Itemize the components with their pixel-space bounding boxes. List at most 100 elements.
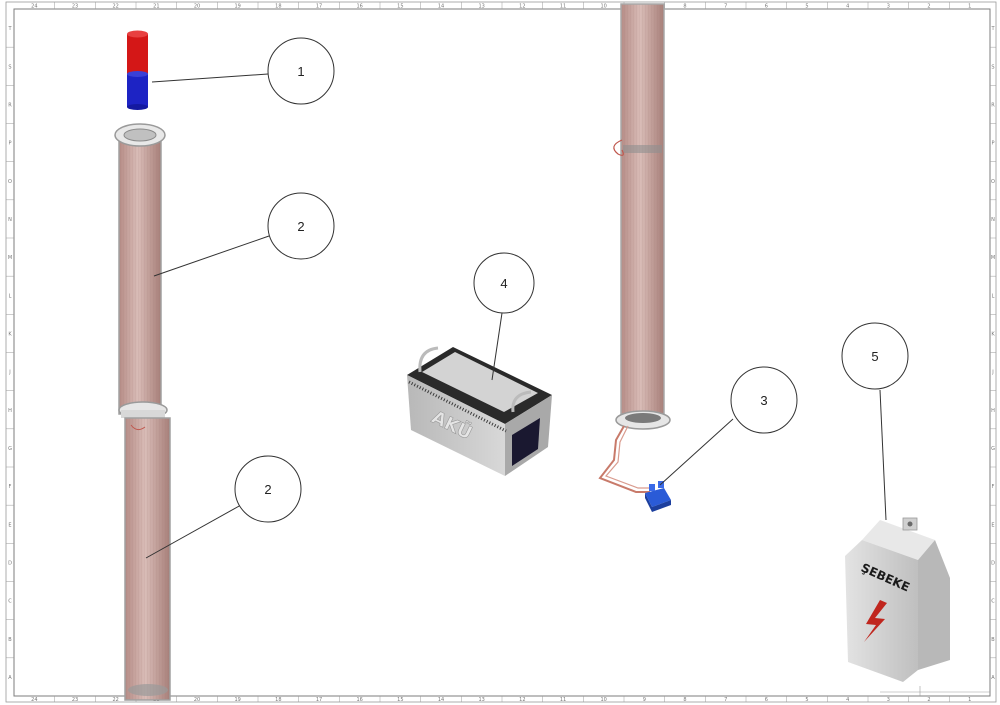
top-zone-label: 19 (234, 4, 240, 10)
right-zone-label: R (991, 102, 995, 108)
bottom-zone-label: 2 (927, 697, 930, 703)
top-zone-label: 15 (397, 4, 403, 10)
bottom-zone-label: 18 (275, 697, 281, 703)
top-zone-label: 3 (887, 4, 890, 10)
top-zone-label: 1 (968, 4, 971, 10)
balloon-5: 5 (841, 322, 909, 390)
left-zone-label: O (8, 179, 12, 185)
drawing-frame: 242322212019181716151413121110987654321 … (5, 1, 997, 703)
right-ruler: T S R P O N M L K J H G F E D C B A (990, 26, 996, 681)
bottom-zone-label: 1 (968, 697, 971, 703)
bottom-zone-label: 7 (724, 697, 727, 703)
left-zone-label: P (8, 141, 11, 147)
left-zone-label: G (8, 446, 12, 452)
balloon-1: 1 (267, 37, 335, 105)
top-zone-label: 6 (765, 4, 768, 10)
bottom-ruler: 242322212019181716151413121110987654321 (31, 696, 971, 703)
bottom-zone-label: 22 (112, 697, 118, 703)
balloon-2-upper: 2 (267, 192, 335, 260)
right-zone-label: K (991, 331, 995, 337)
top-zone-label: 22 (112, 4, 118, 10)
left-zone-label: N (8, 217, 12, 223)
right-zone-label: A (991, 675, 995, 681)
lightning-bolt-icon (864, 600, 887, 642)
left-zone-label: J (8, 370, 10, 376)
bottom-zone-label: 23 (72, 697, 78, 703)
top-zone-label: 21 (153, 4, 159, 10)
top-zone-label: 12 (519, 4, 525, 10)
top-zone-label: 18 (275, 4, 281, 10)
top-zone-label: 2 (927, 4, 930, 10)
right-zone-label: N (991, 217, 995, 223)
top-zone-label: 4 (846, 4, 849, 10)
right-zone-label: G (991, 446, 995, 452)
left-zone-label: L (9, 293, 12, 299)
right-zone-label: L (992, 293, 995, 299)
left-zone-label: E (8, 522, 11, 528)
right-tube-assembly (598, 3, 671, 493)
bottom-zone-label: 20 (194, 697, 200, 703)
right-zone-label: O (991, 179, 995, 185)
magnet (127, 30, 148, 110)
right-zone-label: C (991, 599, 995, 605)
battery: AKÜ (407, 346, 552, 476)
left-zone-label: D (8, 560, 12, 566)
top-zone-label: 20 (194, 4, 200, 10)
balloon-3: 3 (730, 366, 798, 434)
left-tube-assembly (114, 123, 171, 701)
mains-box: ŞEBEKE (845, 517, 950, 682)
bottom-zone-label: 4 (846, 697, 849, 703)
balloon-1-number: 1 (297, 64, 304, 79)
balloon-2-upper-number: 2 (297, 219, 304, 234)
top-zone-label: 5 (805, 4, 808, 10)
top-zone-label: 13 (478, 4, 484, 10)
title-block-fragment (880, 686, 990, 696)
bottom-zone-label: 13 (478, 697, 484, 703)
leader-lines (145, 73, 887, 559)
bottom-zone-label: 16 (356, 697, 362, 703)
top-zone-label: 14 (438, 4, 444, 10)
right-zone-label: S (991, 64, 994, 70)
left-zone-label: R (8, 102, 12, 108)
bottom-zone-label: 19 (234, 697, 240, 703)
bottom-zone-label: 5 (805, 697, 808, 703)
top-zone-label: 23 (72, 4, 78, 10)
right-zone-label: B (991, 637, 995, 643)
top-zone-label: 11 (560, 4, 566, 10)
top-zone-label: 17 (316, 4, 322, 10)
top-zone-label: 24 (31, 4, 37, 10)
right-zone-label: H (991, 408, 995, 414)
balloon-4: 4 (473, 252, 535, 314)
right-zone-label: D (991, 560, 995, 566)
right-zone-label: F (992, 484, 995, 490)
left-zone-label: B (8, 637, 12, 643)
bottom-zone-label: 14 (438, 697, 444, 703)
left-zone-label: C (8, 599, 12, 605)
right-zone-label: E (991, 522, 994, 528)
bottom-zone-label: 11 (560, 697, 566, 703)
balloon-2-lower: 2 (234, 455, 302, 523)
left-zone-label: A (8, 675, 12, 681)
top-zone-label: 10 (600, 4, 606, 10)
left-zone-label: H (8, 408, 12, 414)
left-zone-label: M (8, 255, 12, 261)
right-zone-label: J (991, 370, 993, 376)
left-zone-label: F (9, 484, 12, 490)
terminal-connector (645, 481, 671, 512)
bottom-zone-label: 6 (765, 697, 768, 703)
right-zone-label: T (990, 26, 995, 32)
balloon-2-lower-number: 2 (264, 482, 271, 497)
balloon-4-number: 4 (500, 276, 507, 291)
right-zone-label: P (991, 141, 994, 147)
bottom-zone-label: 9 (643, 697, 646, 703)
bottom-zone-label: 3 (887, 697, 890, 703)
top-zone-label: 16 (356, 4, 362, 10)
bottom-zone-label: 17 (316, 697, 322, 703)
top-zone-label: 7 (724, 4, 727, 10)
balloon-5-number: 5 (871, 349, 878, 364)
right-zone-label: M (991, 255, 995, 261)
left-zone-label: K (8, 331, 12, 337)
top-ruler: 242322212019181716151413121110987654321 (31, 2, 971, 10)
